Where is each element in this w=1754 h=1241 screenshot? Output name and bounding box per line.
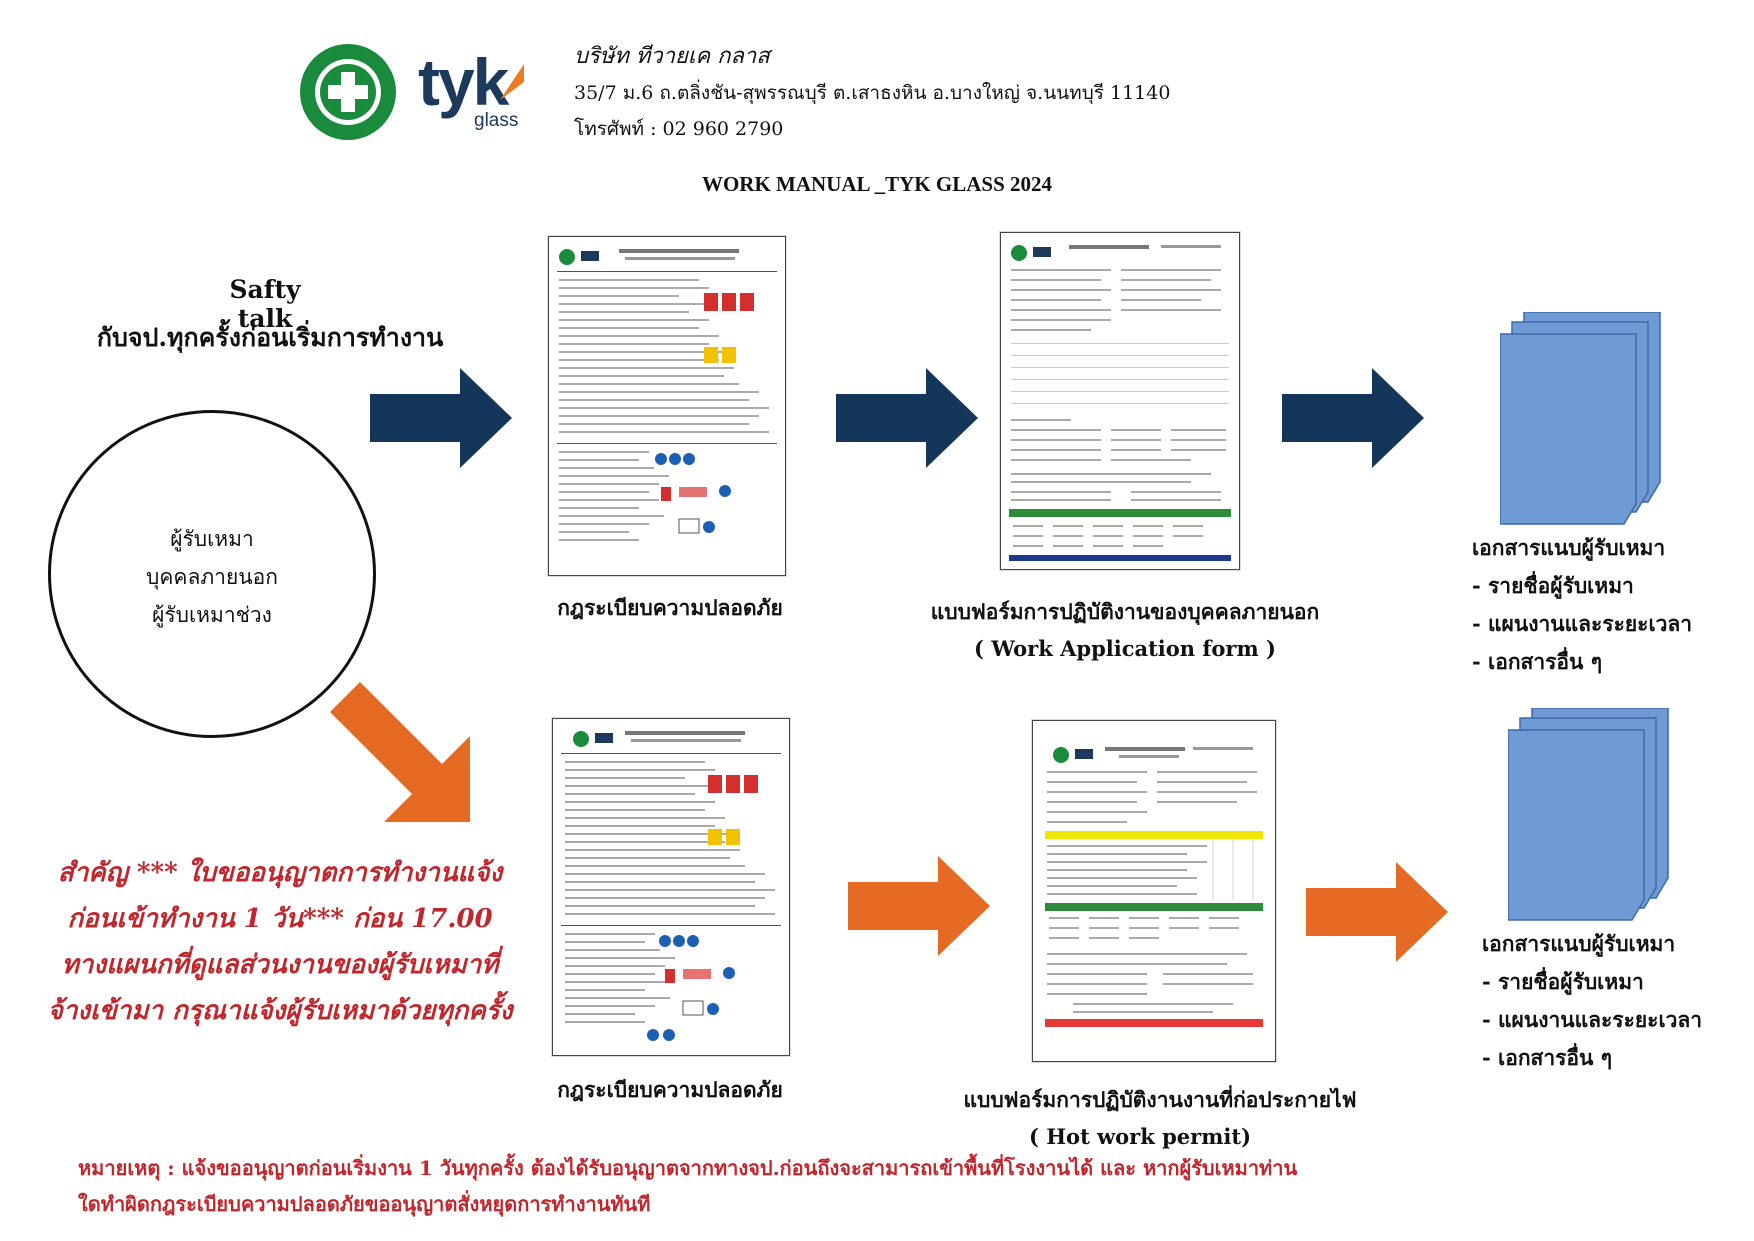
attachment-item-top-plan: - แผนงานและระยะเวลา <box>1472 611 1693 636</box>
work-application-form-label: แบบฟอร์มการปฏิบัติงานของบุคคลภายนอก <box>930 599 1320 624</box>
important-note-line-1: สำคัญ *** ใบขออนุญาตการทำงานแจ้ง <box>57 858 503 888</box>
attachment-item-bottom-other: - เอกสารอื่น ๆ <box>1482 1045 1612 1070</box>
hot-work-permit-form-graphic <box>1045 747 1263 1027</box>
page-title: WORK MANUAL _TYK GLASS 2024 <box>701 172 1053 196</box>
circle-line-contractor: ผู้รับเหมา <box>170 527 254 551</box>
navy-arrow-3 <box>1282 368 1424 468</box>
work-application-form-label-en: ( Work Application form ) <box>974 636 1276 661</box>
tyk-logo-sub: glass <box>474 110 519 131</box>
attachments-stack-top <box>1500 312 1661 525</box>
tyk-logo-accent <box>500 64 524 100</box>
work-application-form-graphic <box>1009 245 1231 561</box>
company-phone: โทรศัพท์ : 02 960 2790 <box>574 118 784 140</box>
remark-line-1: หมายเหตุ : แจ้งขออนุญาตก่อนเริ่มงาน 1 วั… <box>78 1156 1298 1180</box>
orange-arrow-2 <box>1306 862 1448 962</box>
safety-first-seal-logo <box>300 44 396 140</box>
company-name: บริษัท ทีวายเค กลาส <box>574 44 770 69</box>
attachments-title-top: เอกสารแนบผู้รับเหมา <box>1472 535 1666 560</box>
hot-work-permit-label-en: ( Hot work permit) <box>1028 1124 1252 1149</box>
circle-line-outsider: บุคคลภายนอก <box>146 565 278 589</box>
safety-talk-title: Safty talk <box>229 275 301 333</box>
work-application-form-thumbnail <box>1000 232 1240 570</box>
company-address: 35/7 ม.6 ถ.ตลิ่งชัน-สุพรรณบุรี ต.เสาธงหิ… <box>574 82 1171 104</box>
contractor-circle <box>48 410 376 738</box>
orange-diagonal-arrow <box>330 682 470 822</box>
hot-work-permit-label: แบบฟอร์มการปฏิบัติงานงานที่ก่อประกายไฟ <box>963 1087 1357 1112</box>
attachment-item-top-contractors: - รายชื่อผู้รับเหมา <box>1472 573 1634 598</box>
safety-talk-subtitle: กับจป.ทุกครั้งก่อนเริ่มการทำงาน <box>96 323 444 352</box>
safety-rules-doc-graphic <box>557 249 777 541</box>
navy-arrow-1 <box>370 368 512 468</box>
attachment-item-top-other: - เอกสารอื่น ๆ <box>1472 649 1602 674</box>
contractor-circle-text: ผู้รับเหมา บุคคลภายนอก ผู้รับเหมาช่วง <box>48 520 376 634</box>
important-note-line-3: ทางแผนกที่ดูแลส่วนงานของผู้รับเหมาที่ <box>61 950 499 980</box>
rules-label-bottom: กฎระเบียบความปลอดภัย <box>557 1077 783 1102</box>
rules-label-top: กฎระเบียบความปลอดภัย <box>557 595 783 620</box>
hot-work-permit-form-thumbnail <box>1032 720 1276 1062</box>
attachment-item-bottom-plan: - แผนงานและระยะเวลา <box>1482 1007 1703 1032</box>
safety-rules-document-thumbnail-bottom <box>552 718 790 1056</box>
tyk-logo-main: tyk <box>418 45 509 119</box>
remark-line-2: ใดทำผิดกฎระเบียบความปลอดภัยขออนุญาตสั่งห… <box>78 1192 651 1216</box>
remark-note: หมายเหตุ : แจ้งขออนุญาตก่อนเริ่มงาน 1 วั… <box>78 1150 1678 1222</box>
attachments-title-bottom: เอกสารแนบผู้รับเหมา <box>1482 931 1676 956</box>
safety-rules-doc-graphic-bottom <box>561 731 781 1041</box>
tyk-glass-logo: tyk glass <box>418 45 528 132</box>
attachments-stack-bottom <box>1508 708 1669 921</box>
attachment-item-bottom-contractors: - รายชื่อผู้รับเหมา <box>1482 969 1644 994</box>
important-note-line-2: ก่อนเข้าทำงาน 1 วัน*** ก่อน 17.00 <box>67 904 493 934</box>
circle-line-subcontractor: ผู้รับเหมาช่วง <box>152 603 272 627</box>
navy-arrow-2 <box>836 368 978 468</box>
safety-rules-document-thumbnail <box>548 236 786 576</box>
orange-arrow-1 <box>848 856 990 956</box>
important-note: สำคัญ *** ใบขออนุญาตการทำงานแจ้ง ก่อนเข้… <box>30 850 530 1034</box>
important-note-line-4: จ้างเข้ามา กรุณาแจ้งผู้รับเหมาด้วยทุกครั… <box>47 996 513 1026</box>
